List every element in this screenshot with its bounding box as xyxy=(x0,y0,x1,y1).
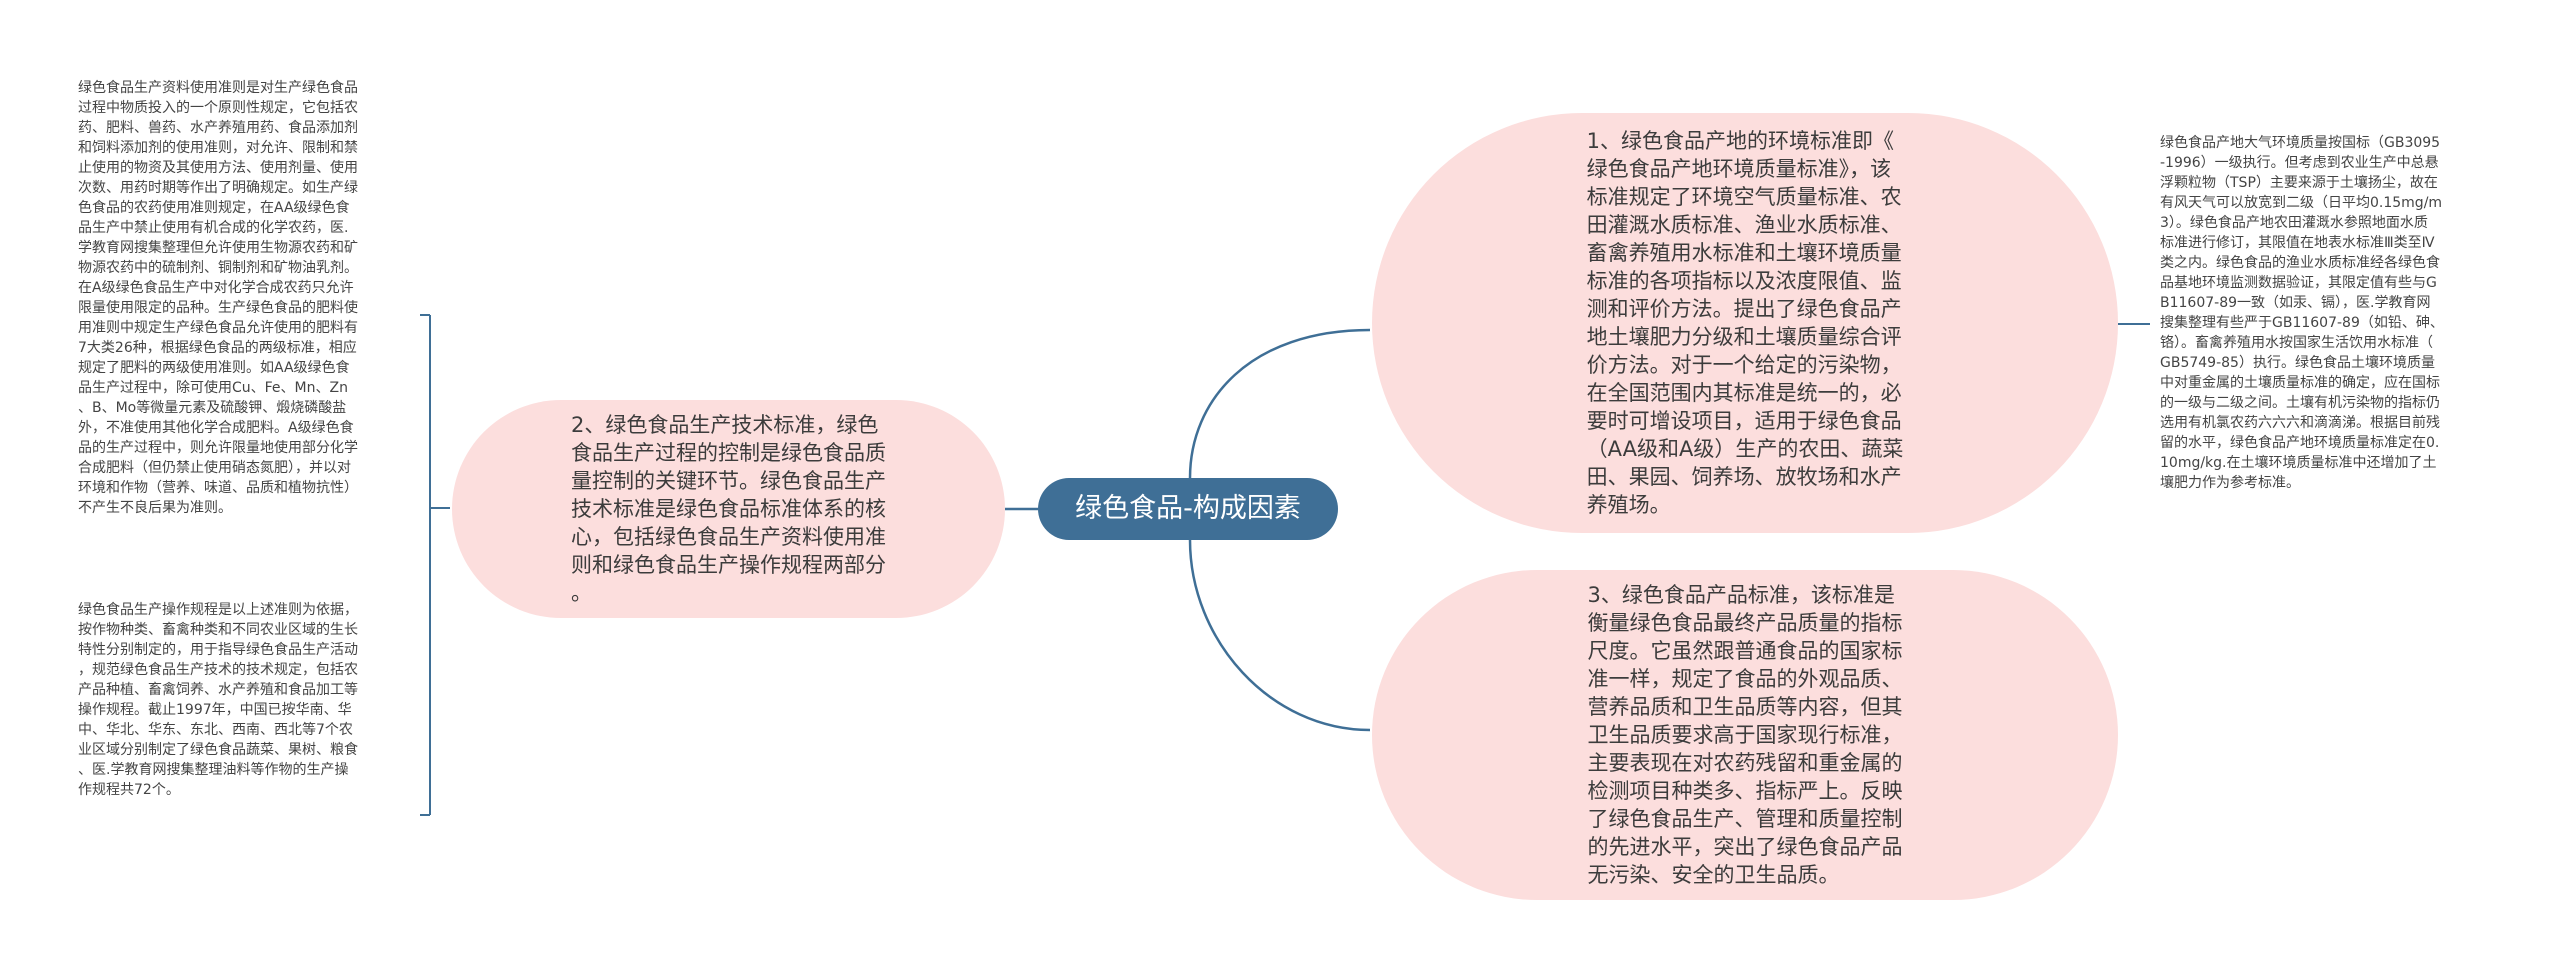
topic-product-text: 3、绿色食品产品标准，该标准是 衡量绿色食品最终产品质量的指标 尺度。它虽然跟普… xyxy=(1587,583,1903,887)
root-topic[interactable]: 绿色食品-构成因素 xyxy=(1038,478,1338,540)
bracket-technology-notes xyxy=(420,314,450,816)
topic-technology[interactable]: 2、绿色食品生产技术标准，绿色 食品生产过程的控制是绿色食品质 量控制的关键环节… xyxy=(452,400,1005,618)
connector-root-to-product xyxy=(1188,539,1371,732)
topic-environment[interactable]: 1、绿色食品产地的环境标准即《 绿色食品产地环境质量标准》，该 标准规定了环境空… xyxy=(1372,113,2118,533)
note-environment-air-water-soil: 绿色食品产地大气环境质量按国标（GB3095 -1996）一级执行。但考虑到农业… xyxy=(2160,135,2444,491)
topic-environment-text: 1、绿色食品产地的环境标准即《 绿色食品产地环境质量标准》，该 标准规定了环境空… xyxy=(1586,129,1904,517)
note-technology-operating-rules: 绿色食品生产操作规程是以上述准则为依据， 按作物种类、畜禽种类和不同农业区域的生… xyxy=(78,602,358,798)
topic-technology-text: 2、绿色食品生产技术标准，绿色 食品生产过程的控制是绿色食品质 量控制的关键环节… xyxy=(571,413,886,605)
note-technology-materials-rules: 绿色食品生产资料使用准则是对生产绿色食品 过程中物质投入的一个原则性规定，它包括… xyxy=(78,80,358,516)
connector-root-to-environment xyxy=(1188,328,1371,479)
root-topic-label: 绿色食品-构成因素 xyxy=(1075,493,1301,524)
topic-product[interactable]: 3、绿色食品产品标准，该标准是 衡量绿色食品最终产品质量的指标 尺度。它虽然跟普… xyxy=(1372,570,2118,900)
